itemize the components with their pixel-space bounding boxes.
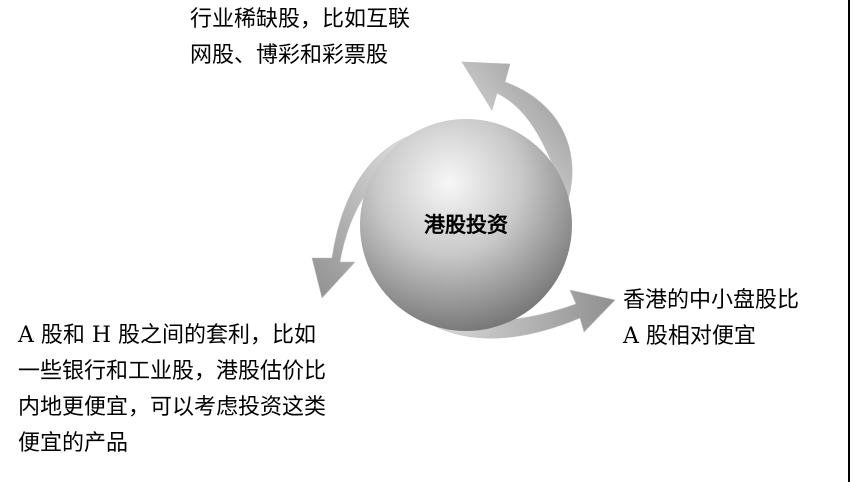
note-right: 香港的中小盘股比 A 股相对便宜 <box>623 283 799 355</box>
right-border-line <box>848 0 850 482</box>
note-left-line: 内地更便宜，可以考虑投资这类 <box>18 395 327 420</box>
note-left-line: 便宜的产品 <box>18 431 129 456</box>
note-left: A 股和 H 股之间的套利，比如 一些银行和工业股，港股估价比 内地更便宜，可以… <box>18 318 326 462</box>
note-top-line: 行业稀缺股，比如互联 <box>190 7 411 32</box>
center-circle <box>360 119 572 331</box>
note-right-line: 香港的中小盘股比 <box>623 288 800 313</box>
note-top: 行业稀缺股，比如互联 网股、博彩和彩票股 <box>190 2 410 74</box>
note-top-line: 网股、博彩和彩票股 <box>190 43 389 68</box>
note-right-line: A 股相对便宜 <box>623 324 756 349</box>
note-left-line: A 股和 H 股之间的套利，比如 <box>18 323 317 348</box>
note-left-line: 一些银行和工业股，港股估价比 <box>18 359 327 384</box>
center-label: 港股投资 <box>424 213 508 237</box>
arrow-to-top-note <box>461 61 573 201</box>
